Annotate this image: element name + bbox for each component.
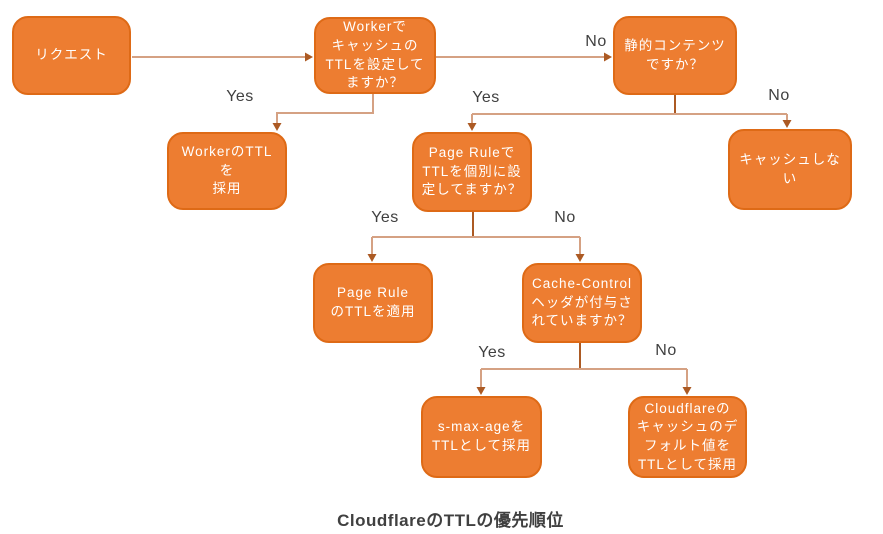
node-adopt-cloudflare-default: Cloudflareの キャッシュのデ フォルト値を TTLとして採用 [628,396,747,478]
edge-label-yes-static-to-pagerule: Yes [472,89,500,106]
node-adopt-worker-ttl: WorkerのTTL を 採用 [167,132,287,210]
arrowhead-no-cache [782,120,792,128]
arrowhead-adopt-worker-ttl [272,123,282,131]
arrowhead-page-rule-question [467,123,477,131]
node-request-text: リクエスト [35,47,108,63]
edge-label-yes-pagerule-to-apply: Yes [371,209,399,226]
arrowhead-static-question [604,52,612,62]
node-adopt-cloudflare-default-text: Cloudflareの キャッシュのデ フォルト値を TTLとして採用 [636,400,739,472]
arrowhead-adopt-cloudflare-default [682,387,692,395]
node-adopt-worker-ttl-text: WorkerのTTL を 採用 [181,144,273,197]
node-no-cache: キャッシュしな い [728,129,852,210]
node-page-rule-question: Page Ruleで TTLを個別に設 定してますか？ [412,132,532,212]
node-static-content-question: 静的コンテンツ ですか？ [613,16,737,95]
node-static-content-question-text: 静的コンテンツ ですか？ [624,37,726,72]
node-apply-page-rule-ttl: Page Rule のTTLを適用 [313,263,433,343]
node-apply-page-rule-ttl-text: Page Rule のTTLを適用 [330,285,416,319]
edge-label-no-cachecontrol-to-default: No [655,342,677,359]
edge-label-no-worker-to-static: No [585,33,607,50]
node-worker-ttl-question: Workerで キャッシュの TTLを設定して ますか？ [314,17,436,94]
node-request: リクエスト [12,16,131,95]
node-worker-ttl-question-text: Workerで キャッシュの TTLを設定して ますか？ [325,19,425,91]
node-cache-control-question-text: Cache-Control ヘッダが付与さ れていますか？ [531,276,633,329]
arrowhead-cache-control-question [575,254,585,262]
node-no-cache-text: キャッシュしな い [739,151,841,186]
arrowhead-adopt-s-max-age [476,387,486,395]
edge-label-yes-cachecontrol-to-smaxage: Yes [478,344,506,361]
node-cache-control-question: Cache-Control ヘッダが付与さ れていますか？ [522,263,642,343]
caption: CloudflareのTTLの優先順位 [337,511,564,530]
edge-label-yes-worker-to-adopt: Yes [226,88,254,105]
arrowhead-worker-question [305,52,313,62]
node-adopt-s-max-age-text: s-max-ageを TTLとして採用 [431,419,532,453]
edge-label-no-pagerule-to-cachecontrol: No [554,209,576,226]
node-adopt-s-max-age: s-max-ageを TTLとして採用 [421,396,542,478]
edge-label-no-static-to-nocache: No [768,87,790,104]
arrowhead-apply-page-rule-ttl [367,254,377,262]
node-page-rule-question-text: Page Ruleで TTLを個別に設 定してますか？ [421,145,523,198]
connector-worker-question-to-adopt-worker-ttl [276,94,374,123]
